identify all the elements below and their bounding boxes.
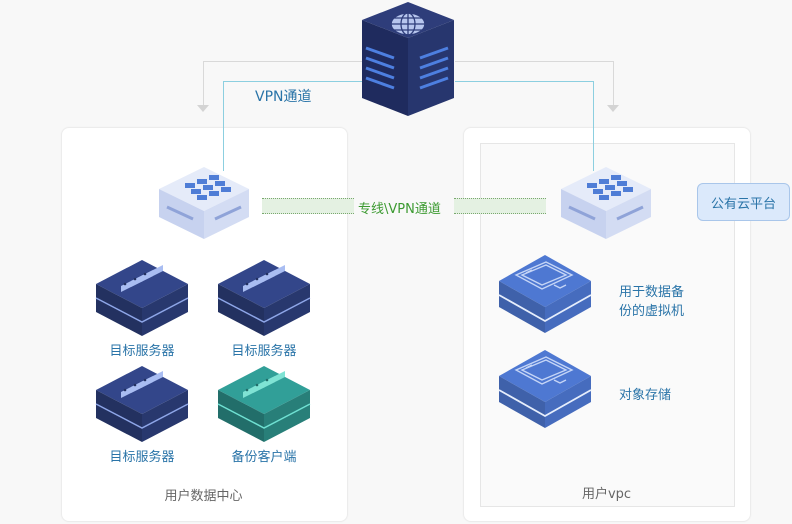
vpn-line-top-right [455, 81, 594, 82]
arrow-down-left-icon [197, 105, 209, 112]
monitor-icon [514, 356, 574, 385]
connector-down-right [613, 61, 614, 105]
globe-icon [390, 12, 426, 36]
server-rack-icon [121, 265, 163, 292]
server-rack-icon [243, 265, 285, 292]
vpn-line-down-left [223, 81, 224, 171]
dedicated-line-left [262, 198, 354, 214]
switch-icon [185, 175, 231, 200]
server-rack-icon [121, 371, 163, 398]
target-server-2-label: 目标服务器 [231, 344, 297, 359]
vpn-line-top-left [223, 81, 365, 82]
public-cloud-badge: 公有云平台 [697, 183, 790, 221]
dedicated-line-right [454, 198, 546, 214]
target-server-3 [95, 366, 189, 442]
arrow-down-right-icon [607, 105, 619, 112]
monitor-icon [514, 261, 574, 290]
backup-vm [498, 255, 592, 333]
vent-lines-right [419, 46, 449, 90]
object-storage-label: 对象存储 [619, 388, 672, 403]
switch-icon [587, 175, 633, 200]
server-rack-icon [243, 371, 285, 398]
connector-top-right [455, 61, 614, 62]
target-server-1-label: 目标服务器 [109, 344, 175, 359]
user-datacenter-title: 用户数据中心 [164, 489, 243, 504]
target-server-3-label: 目标服务器 [109, 450, 175, 465]
vpn-tunnel-label: VPN通道 [255, 89, 312, 105]
vpn-line-down-right [593, 81, 594, 171]
internet-server [362, 2, 454, 116]
left-switch [159, 167, 249, 239]
backup-vm-label-line1: 用于数据备 [619, 285, 685, 300]
vent-lines-left [365, 46, 395, 90]
backup-client-label: 备份客户端 [231, 450, 297, 465]
target-server-2 [217, 260, 311, 336]
right-switch [561, 167, 651, 239]
target-server-1 [95, 260, 189, 336]
backup-vm-label-line2: 份的虚拟机 [619, 304, 685, 319]
connector-down-left [203, 61, 204, 105]
dedicated-tunnel-label: 专线\VPN通道 [358, 202, 441, 217]
backup-client [217, 366, 311, 442]
object-storage [498, 350, 592, 428]
user-vpc-title: 用户vpc [581, 487, 632, 502]
connector-top-left [203, 61, 363, 62]
